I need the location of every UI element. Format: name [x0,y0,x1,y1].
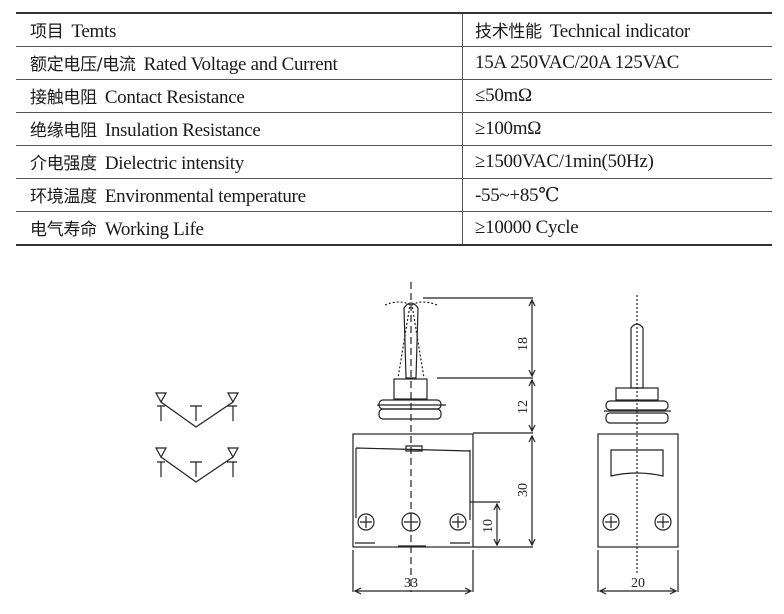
row-label-cn: 额定电压/电流 [30,55,136,75]
dim-lever-18: 18 [516,337,531,351]
table-row: 介电强度 Dielectric intensity ≥1500VAC/1min(50… [16,145,772,179]
dim-terminal-10: 10 [481,519,496,533]
table-row: 电气寿命 Working Life ≥10000 Cycle [16,211,772,245]
row-label-en: Environmental temperature [104,186,306,207]
row-label-cn: 绝缘电阻 [30,121,97,141]
terminal-screws [355,512,470,547]
row-value: ≥100mΩ [462,112,772,146]
row-value: ≥10000 Cycle [462,211,772,245]
dim-width-20: 20 [631,576,645,591]
row-label-cn: 接触电阻 [30,88,97,108]
header-spec-en: Technical indicator [549,21,690,42]
row-value: 15A 250VAC/20A 125VAC [462,46,772,80]
row-label-cn: 介电强度 [30,154,97,174]
table-header-row: 项目 Temts 技术性能 Technical indicator [16,13,772,47]
front-view [352,282,536,595]
row-label-cn: 环境温度 [30,187,97,207]
row-label-en: Contact Resistance [104,87,245,108]
table-row: 接触电阻 Contact Resistance ≤50mΩ [16,79,772,113]
header-item-cn: 项目 [30,22,64,42]
circuit-schematic [154,392,240,483]
row-value: ≥1500VAC/1min(50Hz) [462,145,772,179]
row-label-en: Insulation Resistance [104,120,261,141]
row-value: ≤50mΩ [462,79,772,113]
table-row: 额定电压/电流 Rated Voltage and Current 15A 250V… [16,46,772,80]
row-value: -55~+85℃ [462,178,772,212]
row-label-cn: 电气寿命 [30,220,97,240]
side-view [597,295,679,595]
table-row: 绝缘电阻 Insulation Resistance ≥100mΩ [16,112,772,146]
dim-width-33: 33 [404,576,418,591]
row-label-en: Working Life [104,219,204,240]
header-spec-cn: 技术性能 [475,22,542,42]
row-label-en: Rated Voltage and Current [143,54,338,75]
dim-bushing-12: 12 [516,400,531,414]
table-row: 环境温度 Environmental temperature -55~+85℃ [16,178,772,212]
spec-table: 项目 Temts 技术性能 Technical indicator 额定电压/电流 R… [16,12,772,246]
header-item-en: Temts [71,21,117,42]
row-label-en: Dielectric intensity [104,153,244,174]
dim-body-30: 30 [516,483,531,497]
